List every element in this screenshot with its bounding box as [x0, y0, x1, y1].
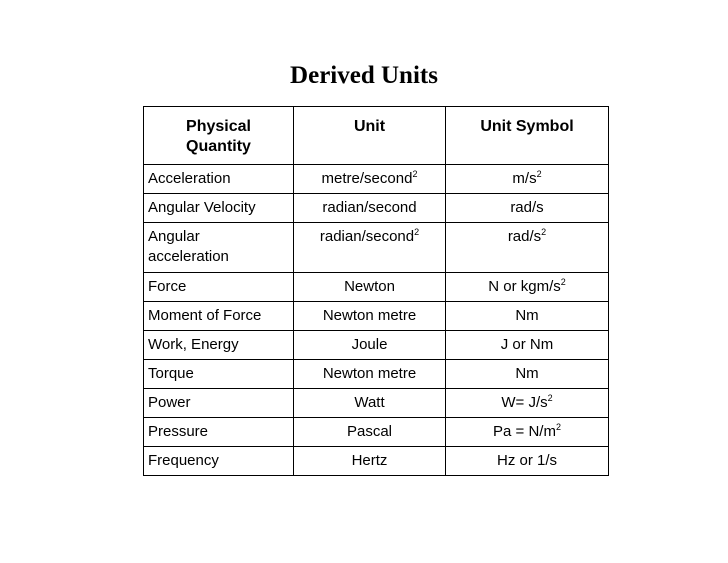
unit-symbol-cell: m/s2 [445, 164, 609, 194]
unit-symbol-cell: J or Nm [445, 330, 609, 360]
unit-cell: Hertz [293, 446, 446, 476]
table-row: Work, Energy Joule J or Nm [143, 330, 609, 360]
table-row: Torque Newton metre Nm [143, 359, 609, 389]
unit-text: Newton metre [322, 307, 417, 324]
header-physical-quantity: Physical Quantity [143, 106, 294, 165]
table-row: Force Newton N or kgm/s2 [143, 272, 609, 302]
unit-cell: Newton [293, 272, 446, 302]
unit-cell: Newton metre [293, 301, 446, 331]
unit-symbol-cell: rad/s [445, 193, 609, 223]
unit-cell: radian/second2 [293, 222, 446, 273]
unit-text: Joule [351, 336, 388, 353]
unit-text: Watt [354, 394, 385, 411]
header-unit: Unit [293, 106, 446, 165]
physical-quantity-cell: Moment of Force [143, 301, 294, 331]
table-row: Power Watt W= J/s2 [143, 388, 609, 418]
table-row: Angular Velocity radian/second rad/s [143, 193, 609, 223]
unit-symbol-text: Pa = N/m [493, 423, 556, 440]
table-header-row: Physical Quantity Unit Unit Symbol [143, 106, 609, 165]
unit-cell: Newton metre [293, 359, 446, 389]
unit-cell: Pascal [293, 417, 446, 447]
unit-symbol-text: Hz or 1/s [496, 452, 557, 469]
unit-symbol-cell: Hz or 1/s [445, 446, 609, 476]
physical-quantity-cell: Pressure [143, 417, 294, 447]
unit-text: metre/second [321, 170, 413, 187]
unit-text: Newton [344, 278, 395, 295]
unit-symbol-cell: Nm [445, 301, 609, 331]
table-row: Frequency Hertz Hz or 1/s [143, 446, 609, 476]
unit-symbol-text: rad/s [507, 228, 542, 245]
unit-text: Newton metre [322, 365, 417, 382]
unit-symbol-cell: Nm [445, 359, 609, 389]
physical-quantity-cell: Angular Velocity [143, 193, 294, 223]
unit-text: Pascal [346, 423, 393, 440]
symbol-exponent: 2 [560, 277, 566, 287]
physical-quantity-cell: Power [143, 388, 294, 418]
symbol-exponent: 2 [547, 393, 553, 403]
page-title: Derived Units [290, 62, 438, 89]
physical-quantity-cell: Work, Energy [143, 330, 294, 360]
unit-symbol-text: N or kgm/s [488, 278, 561, 295]
unit-exponent: 2 [414, 227, 420, 237]
table-row: Pressure Pascal Pa = N/m2 [143, 417, 609, 447]
unit-cell: Watt [293, 388, 446, 418]
physical-quantity-cell: Torque [143, 359, 294, 389]
physical-quantity-cell: Angular acceleration [143, 222, 294, 273]
symbol-exponent: 2 [541, 227, 547, 237]
unit-cell: radian/second [293, 193, 446, 223]
physical-quantity-cell: Frequency [143, 446, 294, 476]
unit-symbol-cell: Pa = N/m2 [445, 417, 609, 447]
unit-cell: Joule [293, 330, 446, 360]
derived-units-table: Physical Quantity Unit Unit Symbol Accel… [143, 106, 609, 476]
unit-symbol-text: Nm [515, 307, 539, 324]
unit-text: Hertz [351, 452, 388, 469]
unit-text: radian/second [319, 228, 415, 245]
unit-symbol-text: rad/s [510, 199, 544, 216]
physical-quantity-cell: Force [143, 272, 294, 302]
unit-exponent: 2 [412, 169, 418, 179]
unit-symbol-text: m/s [512, 170, 537, 187]
unit-symbol-cell: rad/s2 [445, 222, 609, 273]
physical-quantity-cell: Acceleration [143, 164, 294, 194]
symbol-exponent: 2 [555, 422, 561, 432]
unit-symbol-text: W= J/s [501, 394, 548, 411]
unit-cell: metre/second2 [293, 164, 446, 194]
header-unit-symbol: Unit Symbol [445, 106, 609, 165]
symbol-exponent: 2 [536, 169, 542, 179]
unit-symbol-cell: W= J/s2 [445, 388, 609, 418]
table-row: Moment of Force Newton metre Nm [143, 301, 609, 331]
unit-text: radian/second [322, 199, 417, 216]
unit-symbol-text: J or Nm [500, 336, 554, 353]
unit-symbol-text: Nm [515, 365, 539, 382]
unit-symbol-cell: N or kgm/s2 [445, 272, 609, 302]
